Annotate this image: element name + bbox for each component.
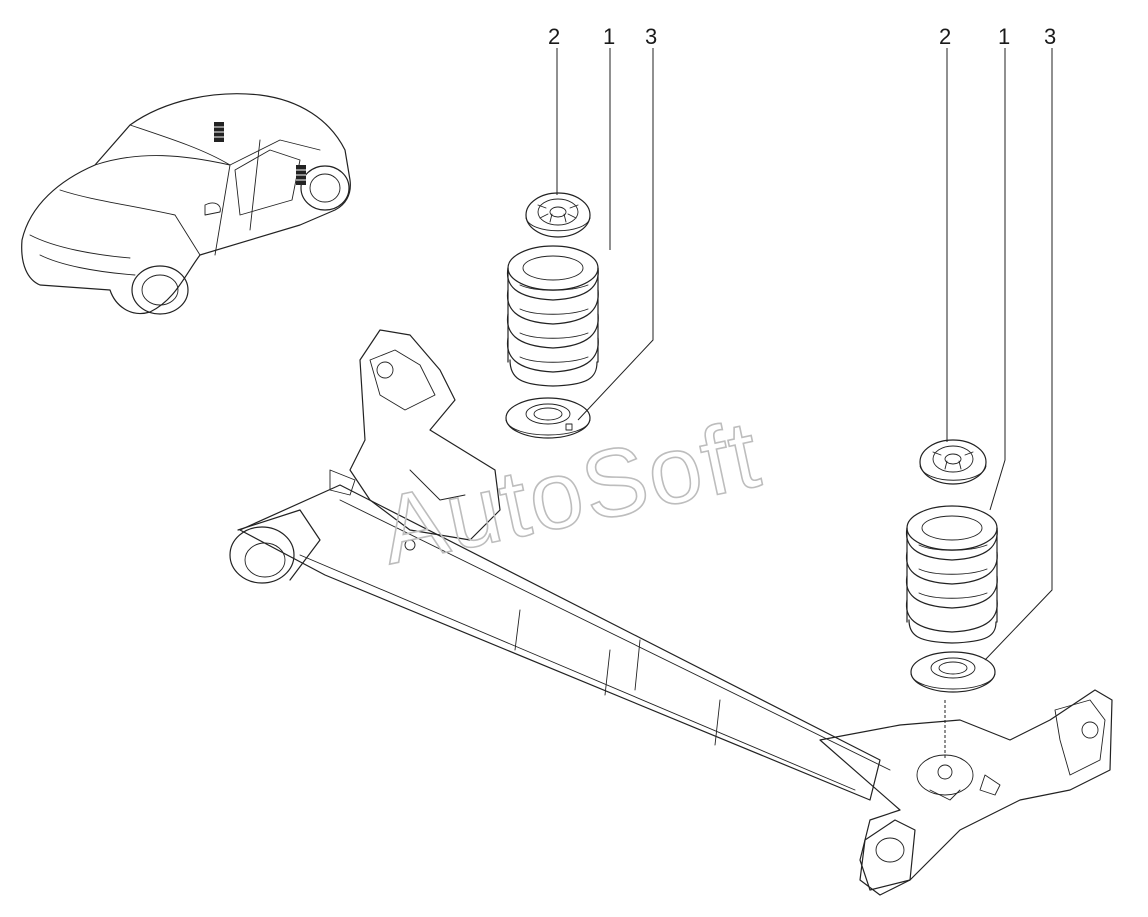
callout-left-seat: 3 — [645, 24, 657, 49]
callout-labels-left: 2 1 3 — [548, 24, 657, 49]
callout-right-washer: 2 — [939, 24, 951, 49]
left-coil-spring — [506, 245, 599, 387]
left-lower-insulator — [505, 397, 591, 439]
right-spring-assembly — [905, 439, 998, 760]
rear-suspension-beam — [229, 329, 1113, 896]
callout-left-washer: 2 — [548, 24, 560, 49]
car-locator-icon — [21, 93, 351, 315]
callout-right-spring: 1 — [998, 24, 1010, 49]
right-upper-insulator — [919, 439, 987, 485]
car-spring-marker-rear — [296, 165, 306, 185]
callout-leaders — [556, 48, 1053, 661]
left-spring-assembly — [505, 192, 599, 439]
right-lower-insulator — [910, 651, 996, 693]
callout-left-spring: 1 — [603, 24, 615, 49]
left-upper-insulator — [525, 192, 591, 238]
callout-labels-right: 2 1 3 — [939, 24, 1056, 49]
right-coil-spring — [905, 505, 998, 644]
car-spring-marker-front — [214, 122, 224, 142]
callout-right-seat: 3 — [1044, 24, 1056, 49]
